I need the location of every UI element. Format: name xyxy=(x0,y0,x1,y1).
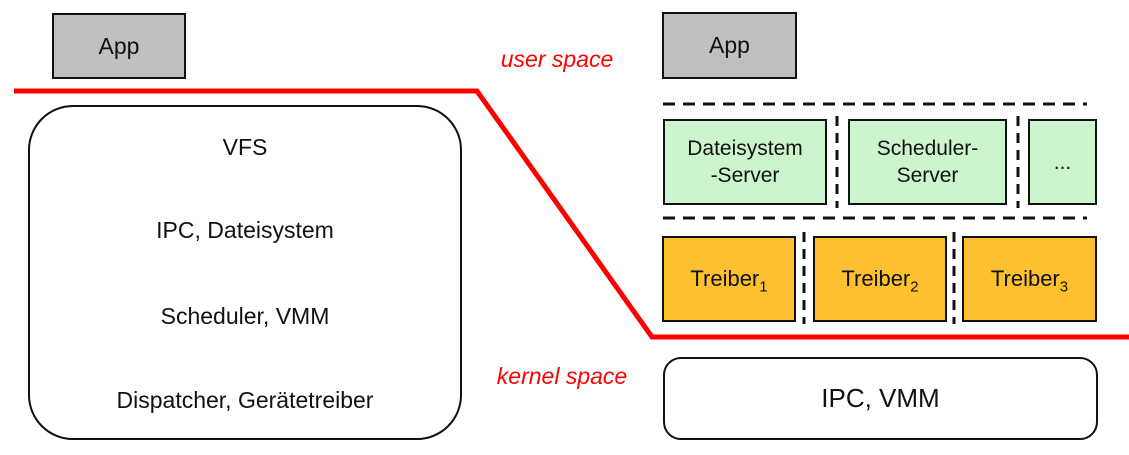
monolithic-app-label: App xyxy=(98,32,140,59)
monolithic-layer-vfs: VFS xyxy=(222,133,268,160)
microkernel-kernel-box: IPC, VMM xyxy=(663,357,1098,440)
server-scheduler-line1: Scheduler- xyxy=(876,137,979,160)
monolithic-layer-dispatcher-drivers: Dispatcher, Gerätetreiber xyxy=(116,387,374,413)
user-space-label: user space xyxy=(500,46,614,72)
monolithic-layer-ipc-filesystem: IPC, Dateisystem xyxy=(156,216,334,243)
driver-label-1: Treiber1 xyxy=(690,266,768,296)
server-box-scheduler: Scheduler- Server xyxy=(848,119,1007,205)
driver-1-name: Treiber xyxy=(690,266,760,291)
microkernel-app-box: App xyxy=(662,12,797,79)
server-filesystem-line2: -Server xyxy=(710,164,780,187)
server-scheduler-line2: Server xyxy=(896,164,959,187)
server-box-filesystem: Dateisystem -Server xyxy=(663,119,827,205)
kernel-space-label: kernel space xyxy=(496,363,628,389)
driver-box-2: Treiber2 xyxy=(813,236,947,322)
server-label-scheduler: Scheduler- Server xyxy=(877,135,979,189)
server-label-filesystem: Dateisystem -Server xyxy=(687,135,803,189)
microkernel-kernel-label: IPC, VMM xyxy=(821,383,940,413)
driver-3-subscript: 3 xyxy=(1059,278,1069,296)
monolithic-layer-scheduler-vmm: Scheduler, VMM xyxy=(160,302,330,329)
server-label-ellipsis: ... xyxy=(1053,150,1072,174)
driver-3-name: Treiber xyxy=(990,266,1060,291)
driver-label-2: Treiber2 xyxy=(841,266,919,296)
monolithic-app-box: App xyxy=(52,13,186,79)
driver-box-1: Treiber1 xyxy=(662,236,796,322)
driver-box-3: Treiber3 xyxy=(962,236,1097,322)
driver-1-subscript: 1 xyxy=(759,278,768,296)
driver-label-3: Treiber3 xyxy=(990,266,1069,296)
monolithic-kernel-box: VFS IPC, Dateisystem Scheduler, VMM Disp… xyxy=(28,105,462,440)
microkernel-app-label: App xyxy=(709,32,750,58)
driver-2-name: Treiber xyxy=(841,266,911,291)
server-filesystem-line1: Dateisystem xyxy=(687,137,803,160)
driver-2-subscript: 2 xyxy=(910,278,919,296)
server-box-ellipsis: ... xyxy=(1028,119,1097,205)
